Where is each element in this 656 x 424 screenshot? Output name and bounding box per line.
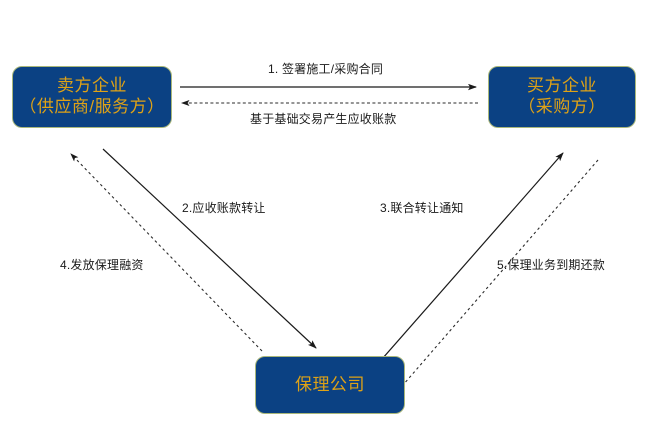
edge-label-5: 5.保理业务到期还款: [497, 258, 606, 272]
edge-2-line: [102, 148, 317, 349]
edge-label-3: 3.联合转让通知: [380, 201, 464, 215]
node-seller-line2: （供应商/服务方）: [19, 97, 165, 116]
node-seller-line1: 卖方企业: [57, 76, 127, 96]
edge-label-1: 1. 签署施工/采购合同: [268, 62, 384, 76]
node-buyer-enterprise[interactable]: 买方企业 （采购方）: [488, 66, 636, 128]
edge-label-4: 4.发放保理融资: [60, 258, 144, 272]
edge-5-line: [389, 159, 599, 401]
node-buyer-line2: （采购方）: [518, 97, 606, 116]
node-factor-line1: 保理公司: [295, 374, 365, 394]
node-factoring-company[interactable]: 保理公司: [255, 356, 405, 414]
edge-label-2: 2.应收账款转让: [182, 201, 266, 215]
edge-label-1b: 基于基础交易产生应收账款: [250, 112, 397, 126]
node-seller-enterprise[interactable]: 卖方企业 （供应商/服务方）: [12, 66, 172, 128]
node-buyer-line1: 买方企业: [527, 76, 597, 96]
edge-4-line: [70, 153, 263, 352]
